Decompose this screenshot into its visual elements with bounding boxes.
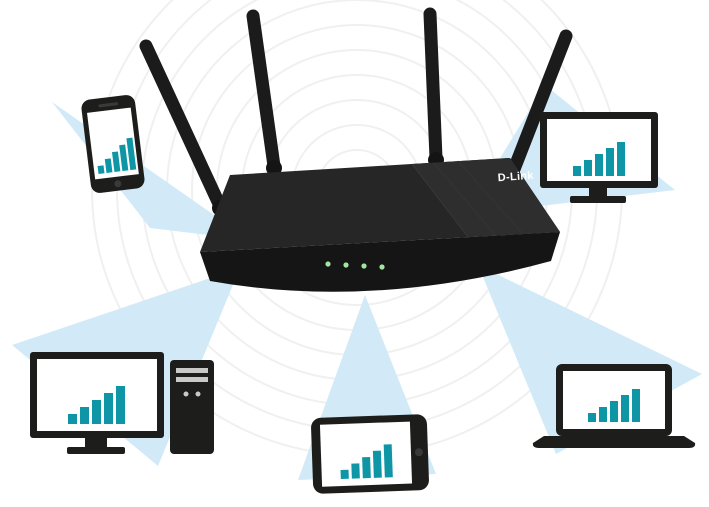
router-led [379, 264, 385, 270]
desktop-pc-icon [30, 352, 214, 454]
signal-bar [116, 386, 125, 424]
desktop-monitor-neck [85, 438, 107, 447]
monitor-neck [589, 188, 607, 196]
signal-bar [595, 154, 603, 176]
signal-bar [104, 158, 113, 174]
signal-bar [573, 166, 581, 176]
laptop-base [532, 436, 696, 448]
router-led [343, 262, 349, 268]
router-led [361, 263, 367, 269]
signal-bar [372, 450, 382, 478]
signal-bar [126, 137, 137, 171]
router-top-texture [433, 162, 496, 236]
router-front-face [200, 232, 560, 292]
signal-bars-icon [340, 444, 393, 480]
router-top-texture [457, 160, 523, 234]
smartphone-icon [81, 95, 145, 193]
pc-tower-drive-bay [176, 377, 208, 382]
signal-bar [383, 444, 393, 478]
signal-bar [351, 463, 360, 479]
laptop-icon [532, 364, 696, 448]
signal-bars-icon [588, 389, 640, 422]
signal-bars-icon [68, 386, 125, 424]
pc-tower-button [183, 391, 189, 397]
antenna-inner-right-icon [423, 7, 443, 165]
signal-bar [617, 142, 625, 176]
signal-bar [92, 400, 101, 424]
signal-bar [610, 401, 618, 422]
signal-bar [606, 148, 614, 176]
signal-bar [584, 160, 592, 176]
signal-bar [80, 407, 89, 424]
router-icon: D-Link [200, 158, 560, 292]
signal-bar [588, 413, 596, 422]
signal-bar [97, 165, 105, 174]
signal-bar [632, 389, 640, 422]
desktop-monitor-base [67, 447, 125, 454]
router-top-seam [411, 163, 469, 238]
signal-bars-icon [97, 137, 137, 174]
tablet-icon [311, 414, 429, 494]
signal-bar [599, 407, 607, 422]
signal-bar [340, 469, 349, 480]
monitor-base [570, 196, 626, 203]
pc-tower-button [195, 391, 201, 397]
pc-tower-drive-bay [176, 368, 208, 373]
antenna-outer-left-icon [139, 39, 227, 213]
antenna-hinge [266, 160, 282, 176]
router-led [325, 261, 331, 267]
signal-bars-icon [573, 142, 625, 176]
dlink-logo: D-Link [497, 170, 534, 185]
router-top-face-panel [412, 158, 560, 237]
phone-earpiece [98, 102, 119, 108]
monitor-icon [540, 112, 658, 203]
signal-bar [119, 144, 129, 172]
tablet-home-button [414, 448, 423, 457]
wifi-beam-laptop [478, 265, 702, 454]
signal-bar [111, 151, 121, 173]
pc-tower-icon [170, 360, 214, 454]
signal-bar [362, 456, 371, 479]
router-status-leds [325, 261, 385, 270]
antenna-inner-left-icon [246, 9, 281, 173]
signal-bar [621, 395, 629, 422]
signal-bar [104, 393, 113, 424]
phone-home-button [114, 180, 122, 188]
signal-bar [68, 414, 77, 424]
